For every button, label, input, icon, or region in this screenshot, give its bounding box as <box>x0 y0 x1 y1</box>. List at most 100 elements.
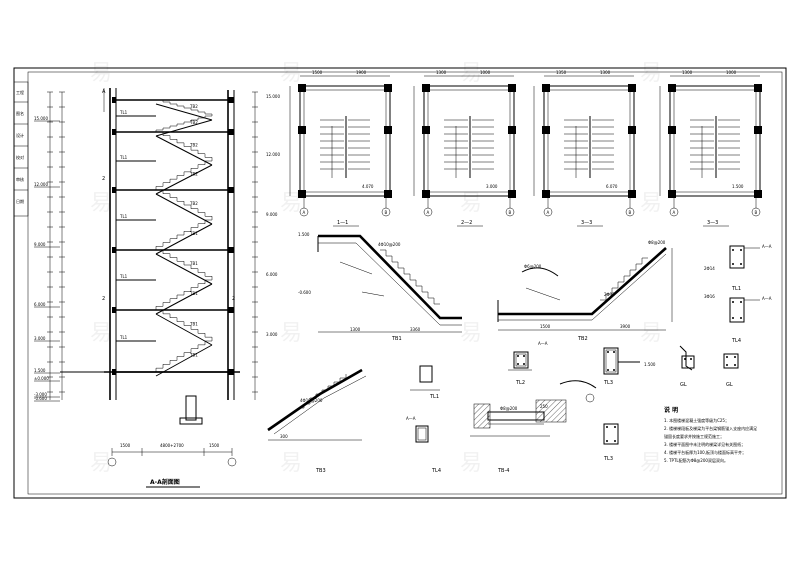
column <box>384 126 392 134</box>
axis-label: A <box>303 210 306 215</box>
column <box>422 126 430 134</box>
watermark-glyph: 易 <box>90 451 112 476</box>
landing-label: TL1 <box>119 110 128 115</box>
bar-label: 2Φ12 <box>604 292 615 297</box>
notes-heading: 说 明 <box>664 406 678 414</box>
dim-label: 1500 <box>209 443 220 448</box>
sheet-border-inner <box>27 71 783 495</box>
section-mark: A—A <box>762 244 772 249</box>
beam-section-gl: GL <box>679 345 695 388</box>
watermark-glyph: 易 <box>640 191 662 216</box>
axis-label: A <box>673 210 676 215</box>
dim-label: 1000 <box>480 70 491 75</box>
detail-title: TL2 <box>515 380 525 386</box>
stair-slab <box>155 164 213 195</box>
notes-item: 4. 楼梯平台板厚为100,板顶与楼面标高平齐； <box>664 449 746 455</box>
detail-title: TB1 <box>391 336 402 342</box>
wall-column <box>112 129 116 135</box>
wall-column <box>228 247 234 253</box>
stair-slab <box>155 119 213 137</box>
dim-label: 250 <box>540 404 548 409</box>
column <box>298 126 306 134</box>
watermark-glyph: 易 <box>90 321 112 346</box>
title-block-row: 工程 <box>16 89 24 95</box>
flight-label: TB2 <box>189 201 198 206</box>
column <box>628 126 636 134</box>
landing-label: TL1 <box>119 274 128 279</box>
elevation-label: 9.000 <box>34 242 46 247</box>
detail-title: GL <box>680 382 687 388</box>
wall-column <box>112 307 116 313</box>
wall-column <box>228 129 234 135</box>
beam-section-tl3b: TL3 <box>559 380 619 462</box>
column <box>628 84 636 92</box>
wall-column <box>112 97 116 103</box>
elevation-label: 12.000 <box>34 182 48 187</box>
wall-column <box>228 307 234 313</box>
column <box>508 126 516 134</box>
bar-label: Φ8@200 <box>648 240 666 245</box>
axis-label: A <box>547 210 550 215</box>
plan-inner <box>427 89 511 193</box>
column <box>508 190 516 198</box>
stair-slab <box>155 313 213 346</box>
notes-item: 2. 楼梯梯段板及梯梁为平台梁钢筋锚入支座内应满足 <box>664 425 757 431</box>
watermark-glyph: 易 <box>640 451 662 476</box>
stair-flight <box>156 249 213 280</box>
sheet-border-outer <box>13 67 787 499</box>
axis-bubble <box>423 207 433 217</box>
dim-label: 1300 <box>350 327 361 332</box>
stair-flight <box>156 99 213 116</box>
dim-label: 1000 <box>726 70 737 75</box>
elevation-label: 6.070 <box>606 184 618 189</box>
detail-title: GL <box>726 382 733 388</box>
dim-label: 1300 <box>682 70 693 75</box>
column <box>754 190 762 198</box>
elevation-label: 3.000 <box>266 332 278 337</box>
title-block-row: 审核 <box>16 176 24 182</box>
plan-outline <box>299 85 391 197</box>
section-mark: A—A <box>538 341 548 346</box>
detail-tb2: Φ8@200 Φ6@200 2Φ12 1500 3900 TB2 <box>497 240 673 342</box>
bar-label: 4Φ10@200 <box>378 242 401 247</box>
dim-label: 300 <box>280 434 288 439</box>
axis-mark: 2 <box>102 296 105 302</box>
elevation-label: 12.000 <box>266 152 280 157</box>
elevation-label: 3.000 <box>486 184 498 189</box>
elev-label: -0.600 <box>298 290 311 295</box>
column <box>384 84 392 92</box>
stair-slab <box>155 283 213 315</box>
plan-inner <box>673 89 757 193</box>
plan-inner <box>547 89 631 193</box>
axis-bubble <box>381 207 391 217</box>
dim-label: 1500 <box>540 324 551 329</box>
stair-flight <box>155 160 212 190</box>
watermark-glyph: 易 <box>90 191 112 216</box>
section-mark: A—A <box>406 416 416 421</box>
elevation-label: -0.600 <box>34 396 47 401</box>
axis-bubble <box>299 207 309 217</box>
column <box>422 190 430 198</box>
dim-label: 1300 <box>436 70 447 75</box>
beam-section-tl1: 1.500 TL3 <box>603 347 656 386</box>
axis-mark: 2 <box>102 176 105 182</box>
detail-tb1: 1300 3360 1.500 -0.600 4Φ10@200 TB1 <box>298 232 462 342</box>
landing-label: TL1 <box>119 335 128 340</box>
notes-item: 3. 楼梯平面图中未注明的梯梁详见有关图纸； <box>664 441 745 447</box>
dim-label: 3360 <box>410 327 421 332</box>
detail-title: TL4 <box>731 338 741 344</box>
plan-title: 1—1 <box>337 220 348 226</box>
axis-mark: 2 <box>232 296 235 302</box>
elevation-label: 15.000 <box>34 116 48 121</box>
plan-outline <box>423 85 515 197</box>
watermark-glyph: 易 <box>640 321 662 346</box>
column <box>542 84 550 92</box>
watermark-glyph: 易 <box>280 191 302 216</box>
column <box>384 190 392 198</box>
flight-label: TB2 <box>189 143 198 148</box>
column <box>542 126 550 134</box>
title-block: 工程 图名 设计 校对 审核 日期 <box>13 81 29 217</box>
